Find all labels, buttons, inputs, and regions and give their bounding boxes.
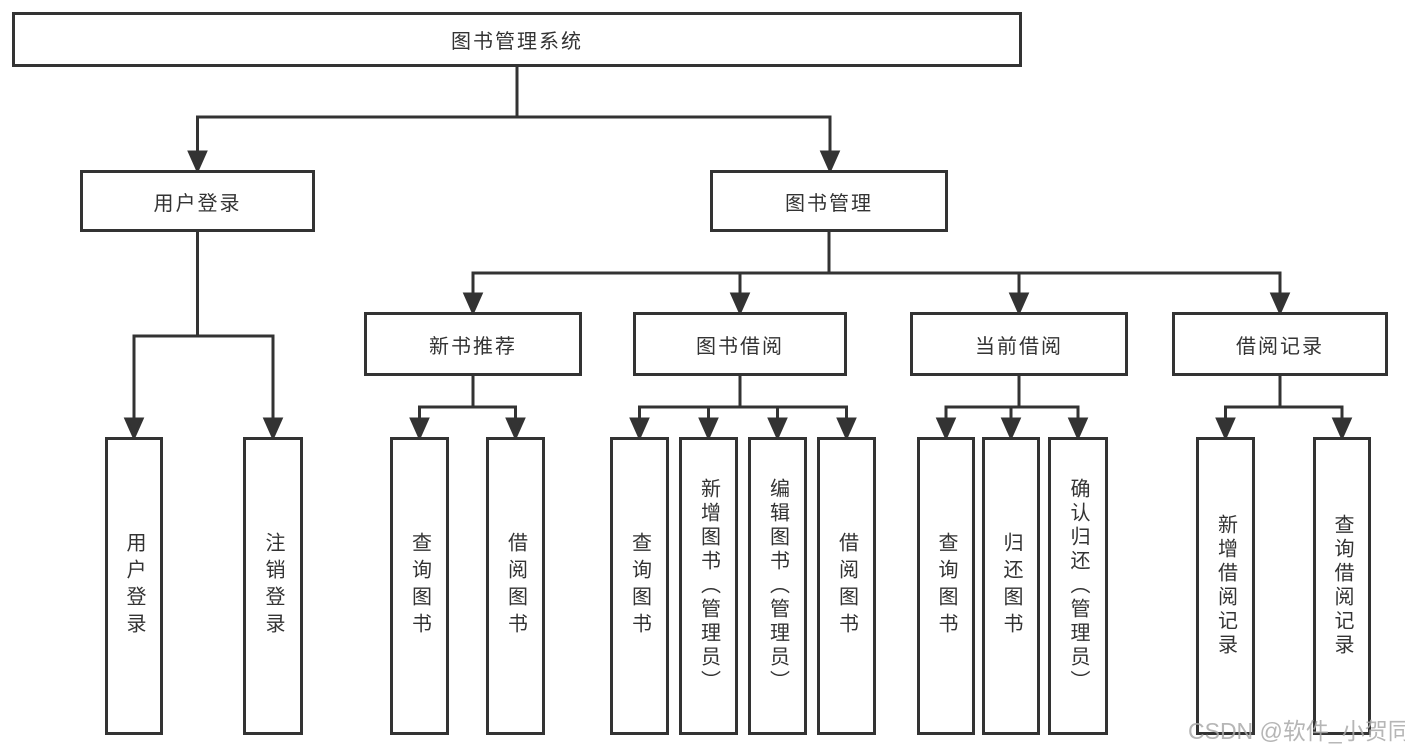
connector-user-login-children <box>123 232 284 441</box>
node-edit-books-admin-label: 编辑图书（管理员） <box>766 478 789 694</box>
node-edit-books-admin: 编辑图书（管理员） <box>748 437 807 735</box>
node-newrec-borrow-books-label: 借阅图书 <box>504 532 527 640</box>
node-borrowing-records-label: 借阅记录 <box>1236 335 1324 358</box>
node-newrec-query-books: 查询图书 <box>390 437 449 735</box>
node-new-book-recommend-label: 新书推荐 <box>429 335 517 358</box>
node-book-management: 图书管理 <box>710 170 948 232</box>
node-borrow-borrow-books-label: 借阅图书 <box>835 532 858 640</box>
node-add-books-admin-label: 新增图书（管理员） <box>697 478 720 694</box>
connector-root-to-level2 <box>187 67 841 174</box>
node-query-borrow-record-label: 查询借阅记录 <box>1331 514 1353 658</box>
node-user-login: 用户登录 <box>80 170 315 232</box>
connector-borrow-records-children <box>1215 376 1353 441</box>
node-current-query-books-label: 查询图书 <box>935 532 957 640</box>
node-current-query-books: 查询图书 <box>917 437 975 735</box>
node-user-login-label: 用户登录 <box>153 192 242 215</box>
connector-book-borrow-children <box>629 376 857 441</box>
node-newrec-query-books-label: 查询图书 <box>408 532 431 640</box>
node-return-books-label: 归还图书 <box>1000 532 1022 640</box>
node-book-borrowing: 图书借阅 <box>633 312 847 376</box>
node-logout-label: 注销登录 <box>262 532 284 640</box>
node-add-borrow-record: 新增借阅记录 <box>1196 437 1255 735</box>
node-add-books-admin: 新增图书（管理员） <box>679 437 738 735</box>
node-current-borrowing: 当前借阅 <box>910 312 1128 376</box>
connector-current-borrow-children <box>935 376 1089 441</box>
node-confirm-return-admin-label: 确认归还（管理员） <box>1067 478 1089 694</box>
node-return-books: 归还图书 <box>982 437 1040 735</box>
node-root: 图书管理系统 <box>12 12 1022 67</box>
node-user-login-action-label: 用户登录 <box>123 532 145 640</box>
node-root-label: 图书管理系统 <box>451 31 583 53</box>
node-confirm-return-admin: 确认归还（管理员） <box>1048 437 1108 735</box>
node-logout: 注销登录 <box>243 437 303 735</box>
node-book-borrowing-label: 图书借阅 <box>696 335 784 358</box>
node-borrowing-records: 借阅记录 <box>1172 312 1388 376</box>
node-borrow-query-books-label: 查询图书 <box>628 532 651 640</box>
connector-new-rec-children <box>409 376 526 441</box>
node-borrow-query-books: 查询图书 <box>610 437 669 735</box>
node-new-book-recommend: 新书推荐 <box>364 312 582 376</box>
node-add-borrow-record-label: 新增借阅记录 <box>1214 514 1237 658</box>
node-user-login-action: 用户登录 <box>105 437 163 735</box>
node-newrec-borrow-books: 借阅图书 <box>486 437 545 735</box>
node-book-management-label: 图书管理 <box>785 192 873 215</box>
node-borrow-borrow-books: 借阅图书 <box>817 437 876 735</box>
node-query-borrow-record: 查询借阅记录 <box>1313 437 1371 735</box>
connector-book-mgmt-to-level3 <box>462 232 1291 316</box>
node-current-borrowing-label: 当前借阅 <box>975 335 1063 358</box>
